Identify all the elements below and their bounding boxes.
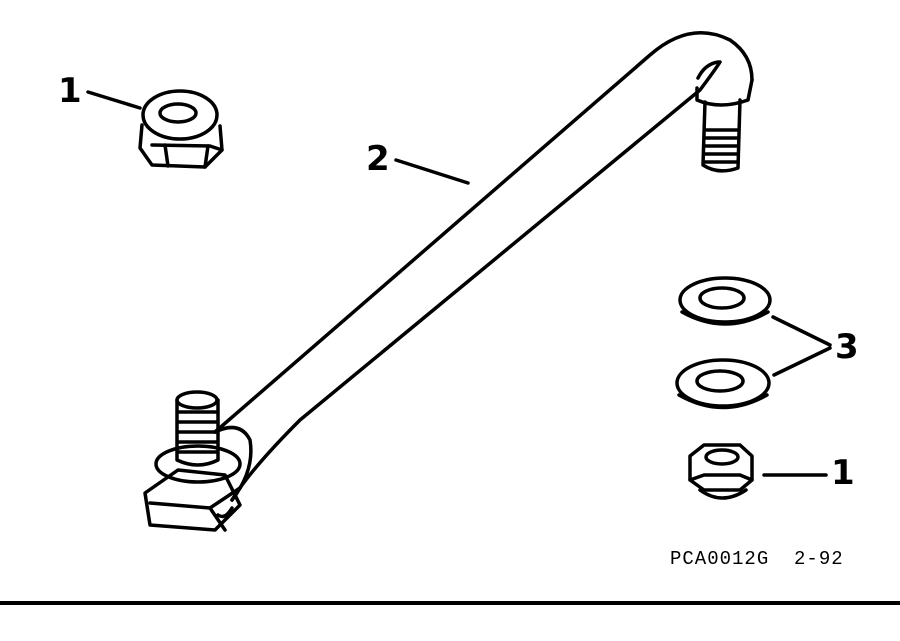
leader-line-3-lower [772,346,832,377]
leader-line-1-top [86,90,142,110]
washer-upper-icon [678,276,772,326]
link-rod-icon [143,31,754,532]
callout-1-top: 1 [58,71,82,111]
washer-lower-icon [675,358,771,410]
leader-line-3-upper [771,315,832,347]
callout-2: 2 [366,139,390,179]
horizontal-rule [0,601,900,605]
leader-line-2 [394,158,470,185]
lock-nut-bottom-icon [688,443,754,500]
lock-nut-icon [138,89,224,169]
callout-3: 3 [835,327,859,367]
figure-id-label: PCA0012G 2-92 [670,548,844,570]
callout-1-bottom: 1 [831,453,855,493]
